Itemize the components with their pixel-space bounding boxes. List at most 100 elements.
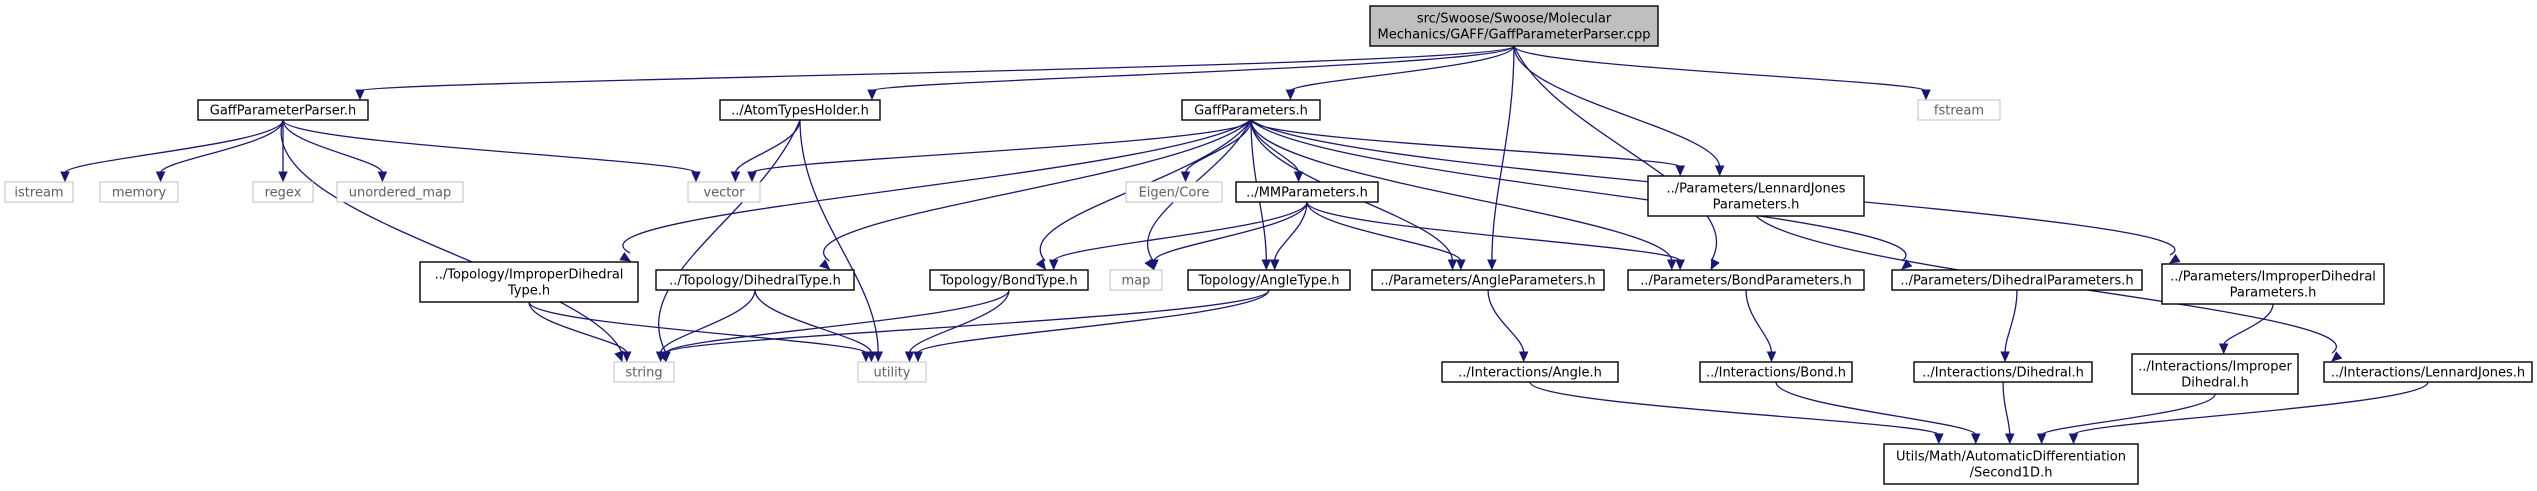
arrowhead-icon — [1261, 259, 1272, 271]
node-tdt-h[interactable]: ../Topology/DihedralType.h — [655, 269, 855, 291]
arrowhead-icon — [747, 171, 757, 183]
node-pidp-h[interactable]: ../Parameters/ImproperDihedralParameters… — [2161, 263, 2385, 305]
edge-line — [2223, 303, 2274, 346]
edge-line — [1250, 119, 1673, 262]
node-gp-h[interactable]: GaffParameters.h — [1181, 99, 1321, 121]
edges-layer — [60, 45, 2429, 445]
arrowhead-icon — [1293, 171, 1304, 183]
edge-ath_h-to-string — [657, 119, 801, 363]
arrowhead-icon — [1901, 259, 1913, 270]
node-box — [613, 361, 675, 383]
edge-line — [1513, 45, 1721, 168]
edge-line — [159, 119, 284, 174]
node-memory: memory — [99, 181, 179, 203]
node-label: ../Parameters/BondParameters.h — [1640, 274, 1852, 289]
arrowhead-icon — [1048, 259, 1059, 271]
arrowhead-icon — [1269, 259, 1280, 271]
arrowhead-icon — [1035, 258, 1047, 270]
edge-line — [1039, 119, 1252, 262]
node-id-h[interactable]: ../Interactions/Dihedral.h — [1913, 361, 2093, 383]
edge-line — [528, 301, 867, 354]
edge-id_h-to-ad_h — [2002, 381, 2015, 445]
edge-gp_h-to-pbp_h — [1250, 119, 1677, 271]
node-pap-h[interactable]: ../Parameters/AngleParameters.h — [1371, 269, 1605, 291]
edge-mmp_h-to-pbp_h — [1306, 201, 1685, 271]
arrowhead-icon — [2068, 433, 2079, 445]
node-box — [1913, 361, 2093, 383]
node-label: Topology/BondType.h — [939, 274, 1077, 289]
edge-gpp_h-to-unordered_map — [282, 119, 388, 183]
edge-gpp_h-to-regex — [278, 119, 288, 183]
node-box — [2131, 353, 2299, 395]
edge-pdp_h-to-id_h — [2000, 289, 2018, 363]
edge-line — [751, 119, 1252, 174]
node-pdp-h[interactable]: ../Parameters/DihedralParameters.h — [1891, 269, 2143, 291]
edge-line — [1250, 119, 1907, 262]
edge-line — [2002, 381, 2011, 436]
node-label: memory — [112, 186, 167, 201]
node-box — [1235, 181, 1379, 203]
node-box — [687, 181, 761, 203]
arrowhead-icon — [691, 171, 701, 183]
node-ilj-h[interactable]: ../Interactions/LennardJones.h — [2323, 361, 2533, 383]
edge-root-to-gpp_h — [355, 45, 1515, 101]
edge-mmp_h-to-pap_h — [1306, 201, 1466, 271]
node-box — [1181, 99, 1321, 121]
edge-line — [665, 289, 1010, 354]
edge-root-to-fstream — [1513, 45, 1931, 101]
edge-gp_h-to-tbt_h — [1035, 119, 1252, 270]
node-ib-h[interactable]: ../Interactions/Bond.h — [1699, 361, 1853, 383]
node-box — [336, 181, 464, 203]
edge-line — [2004, 289, 2018, 354]
arrowhead-icon — [867, 89, 877, 101]
arrowhead-icon — [2168, 253, 2181, 264]
node-mmp-h[interactable]: ../MMParameters.h — [1235, 181, 1379, 203]
edge-line — [282, 119, 697, 174]
node-ad-h[interactable]: Utils/Math/AutomaticDifferentiation/Seco… — [1883, 443, 2139, 485]
edge-line — [1250, 119, 1681, 168]
node-label: Mechanics/GAFF/GaffParameterParser.cpp — [1378, 28, 1651, 43]
edge-pbp_h-to-ib_h — [1745, 289, 1777, 363]
edge-line — [871, 45, 1515, 92]
edge-line — [1053, 201, 1308, 262]
node-gpp-h[interactable]: GaffParameterParser.h — [197, 99, 369, 121]
arrowhead-icon — [2005, 433, 2015, 445]
node-box — [655, 269, 855, 291]
node-label: src/Swoose/Swoose/Molecular — [1417, 12, 1612, 27]
node-box — [929, 269, 1089, 291]
edge-line — [660, 289, 756, 354]
edge-line — [2072, 381, 2429, 436]
node-label: string — [625, 366, 662, 381]
node-ath-h[interactable]: ../AtomTypesHolder.h — [719, 99, 881, 121]
node-box — [1891, 269, 2143, 291]
arrowhead-icon — [873, 351, 883, 363]
node-label: regex — [265, 186, 302, 201]
node-label: vector — [703, 186, 745, 201]
arrowhead-icon — [614, 350, 624, 363]
node-pbp-h[interactable]: ../Parameters/BondParameters.h — [1627, 269, 1865, 291]
node-eigen: Eigen/Core — [1125, 181, 1223, 203]
node-box — [4, 181, 74, 203]
node-tat-h[interactable]: Topology/AngleType.h — [1187, 269, 1351, 291]
node-map: map — [1109, 269, 1163, 291]
arrowhead-icon — [155, 171, 166, 183]
node-ia-h[interactable]: ../Interactions/Angle.h — [1441, 361, 1619, 383]
arrowhead-icon — [1666, 259, 1677, 271]
edge-line — [2040, 393, 2216, 436]
arrowhead-icon — [621, 351, 632, 363]
edge-ath_h-to-vector — [730, 119, 801, 183]
node-tbt-h[interactable]: Topology/BondType.h — [929, 269, 1089, 291]
node-root: src/Swoose/Swoose/MolecularMechanics/GAF… — [1369, 5, 1659, 47]
node-label: Dihedral.h — [2181, 376, 2248, 391]
arrowhead-icon — [866, 351, 877, 363]
node-box — [1441, 361, 1619, 383]
node-iid-h[interactable]: ../Interactions/ImproperDihedral.h — [2131, 353, 2299, 395]
arrowhead-icon — [60, 171, 70, 183]
edge-line — [1529, 381, 1940, 436]
edge-line — [908, 289, 1010, 354]
edge-line — [528, 301, 628, 354]
node-fstream: fstream — [1917, 99, 2001, 121]
